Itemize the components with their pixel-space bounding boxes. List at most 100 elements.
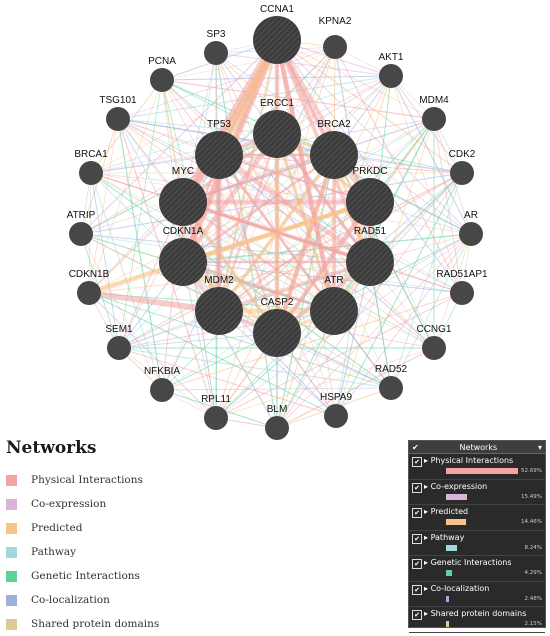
edge-CCNA1-ATR: [275, 39, 336, 312]
expand-arrow-icon[interactable]: ▸: [424, 481, 431, 491]
edge-TSG101-ERCC1: [117, 118, 278, 135]
expand-arrow-icon[interactable]: ▸: [424, 609, 431, 618]
gene-node-rad51ap1[interactable]: RAD51AP1: [436, 269, 488, 305]
expand-arrow-icon[interactable]: ▸: [424, 507, 431, 516]
gene-node-circle[interactable]: [459, 222, 483, 246]
gene-node-circle[interactable]: [159, 178, 207, 226]
caret-down-icon[interactable]: ▾: [537, 442, 542, 452]
legend-swatch: [6, 522, 17, 534]
gene-node-brca2[interactable]: BRCA2: [310, 119, 358, 179]
gene-node-circle[interactable]: [379, 64, 403, 88]
gene-node-cdk2[interactable]: CDK2: [449, 149, 476, 185]
gene-node-ccna1[interactable]: CCNA1: [253, 4, 301, 64]
gene-node-ar[interactable]: AR: [459, 210, 483, 246]
panel-header[interactable]: ✔ Networks ▾: [409, 441, 545, 454]
gene-node-circle[interactable]: [422, 107, 446, 131]
network-checkbox[interactable]: ✔: [412, 482, 422, 493]
gene-node-akt1[interactable]: AKT1: [378, 52, 404, 88]
gene-node-circle[interactable]: [77, 281, 101, 305]
gene-node-circle[interactable]: [253, 309, 301, 357]
network-checkbox[interactable]: ✔: [412, 533, 422, 544]
gene-node-circle[interactable]: [150, 68, 174, 92]
gene-node-circle[interactable]: [450, 161, 474, 185]
gene-node-rad52[interactable]: RAD52: [375, 364, 408, 400]
expand-arrow-icon[interactable]: ▸: [424, 532, 431, 542]
gene-node-ercc1[interactable]: ERCC1: [253, 98, 301, 158]
gene-node-circle[interactable]: [150, 378, 174, 402]
panel-network-label[interactable]: ▸ Shared protein domains: [424, 609, 526, 618]
gene-node-circle[interactable]: [310, 287, 358, 335]
gene-node-atrip[interactable]: ATRIP: [67, 210, 96, 246]
gene-node-atr[interactable]: ATR: [310, 275, 358, 335]
network-checkbox[interactable]: ✔: [412, 610, 422, 620]
panel-network-label[interactable]: ▸ Co-localization: [424, 584, 489, 593]
weight-percent: 52.69%: [521, 468, 542, 474]
gene-node-prkdc[interactable]: PRKDC: [346, 166, 394, 226]
gene-node-circle[interactable]: [422, 336, 446, 360]
gene-node-mdm2[interactable]: MDM2: [195, 275, 243, 335]
gene-node-pcna[interactable]: PCNA: [148, 56, 176, 92]
panel-network-label[interactable]: ▸ Physical Interactions: [424, 456, 513, 465]
gene-node-cdkn1b[interactable]: CDKN1B: [69, 269, 110, 305]
panel-network-label[interactable]: ▸ Co-expression: [424, 482, 487, 491]
gene-node-circle[interactable]: [195, 287, 243, 335]
gene-node-rad51[interactable]: RAD51: [346, 226, 394, 286]
gene-node-circle[interactable]: [106, 107, 130, 131]
gene-node-circle[interactable]: [324, 404, 348, 428]
gene-node-sem1[interactable]: SEM1: [105, 324, 133, 360]
panel-network-label[interactable]: ▸ Predicted: [424, 507, 468, 516]
gene-node-circle[interactable]: [346, 178, 394, 226]
gene-node-tsg101[interactable]: TSG101: [99, 95, 137, 131]
gene-node-cdkn1a[interactable]: CDKN1A: [159, 226, 207, 286]
gene-node-brca1[interactable]: BRCA1: [74, 149, 108, 185]
gene-node-ccng1[interactable]: CCNG1: [416, 324, 452, 360]
gene-node-circle[interactable]: [79, 161, 103, 185]
gene-node-circle[interactable]: [346, 238, 394, 286]
gene-node-tp53[interactable]: TP53: [195, 119, 243, 179]
expand-arrow-icon[interactable]: ▸: [424, 456, 431, 465]
gene-node-mdm4[interactable]: MDM4: [419, 95, 449, 131]
panel-network-label[interactable]: ▸ Pathway: [424, 533, 464, 542]
panel-network-label[interactable]: ▸ Genetic Interactions: [424, 558, 512, 567]
gene-node-circle[interactable]: [379, 376, 403, 400]
gene-node-circle[interactable]: [253, 110, 301, 158]
panel-network-row[interactable]: ✔▸ Physical Interactions 52.69%: [409, 454, 545, 480]
network-checkbox[interactable]: ✔: [412, 559, 422, 569]
network-checkbox[interactable]: ✔: [412, 457, 422, 467]
gene-node-hspa9[interactable]: HSPA9: [320, 392, 352, 428]
gene-node-rpl11[interactable]: RPL11: [201, 394, 231, 430]
gene-node-blm[interactable]: BLM: [265, 404, 289, 440]
gene-node-circle[interactable]: [265, 416, 289, 440]
edge-AR-HSPA9: [335, 233, 472, 417]
gene-node-sp3[interactable]: SP3: [204, 29, 228, 65]
gene-node-circle[interactable]: [159, 238, 207, 286]
network-checkbox[interactable]: ✔: [412, 508, 422, 518]
gene-node-circle[interactable]: [69, 222, 93, 246]
gene-node-nfkbia[interactable]: NFKBIA: [144, 366, 180, 402]
gene-node-circle[interactable]: [204, 406, 228, 430]
gene-node-kpna2[interactable]: KPNA2: [319, 16, 352, 59]
gene-node-circle[interactable]: [107, 336, 131, 360]
check-all-icon[interactable]: ✔: [412, 442, 419, 452]
gene-node-circle[interactable]: [323, 35, 347, 59]
gene-node-myc[interactable]: MYC: [159, 166, 207, 226]
gene-node-circle[interactable]: [204, 41, 228, 65]
gene-node-circle[interactable]: [450, 281, 474, 305]
gene-node-circle[interactable]: [310, 131, 358, 179]
gene-node-casp2[interactable]: CASP2: [253, 297, 301, 357]
network-checkbox[interactable]: ✔: [412, 584, 422, 595]
expand-arrow-icon[interactable]: ▸: [424, 558, 431, 567]
edge-MYC-ATR: [182, 201, 335, 312]
gene-node-circle[interactable]: [253, 16, 301, 64]
gene-node-circle[interactable]: [195, 131, 243, 179]
expand-arrow-icon[interactable]: ▸: [424, 583, 431, 593]
edge-CDKN1A-ATR: [182, 260, 335, 313]
